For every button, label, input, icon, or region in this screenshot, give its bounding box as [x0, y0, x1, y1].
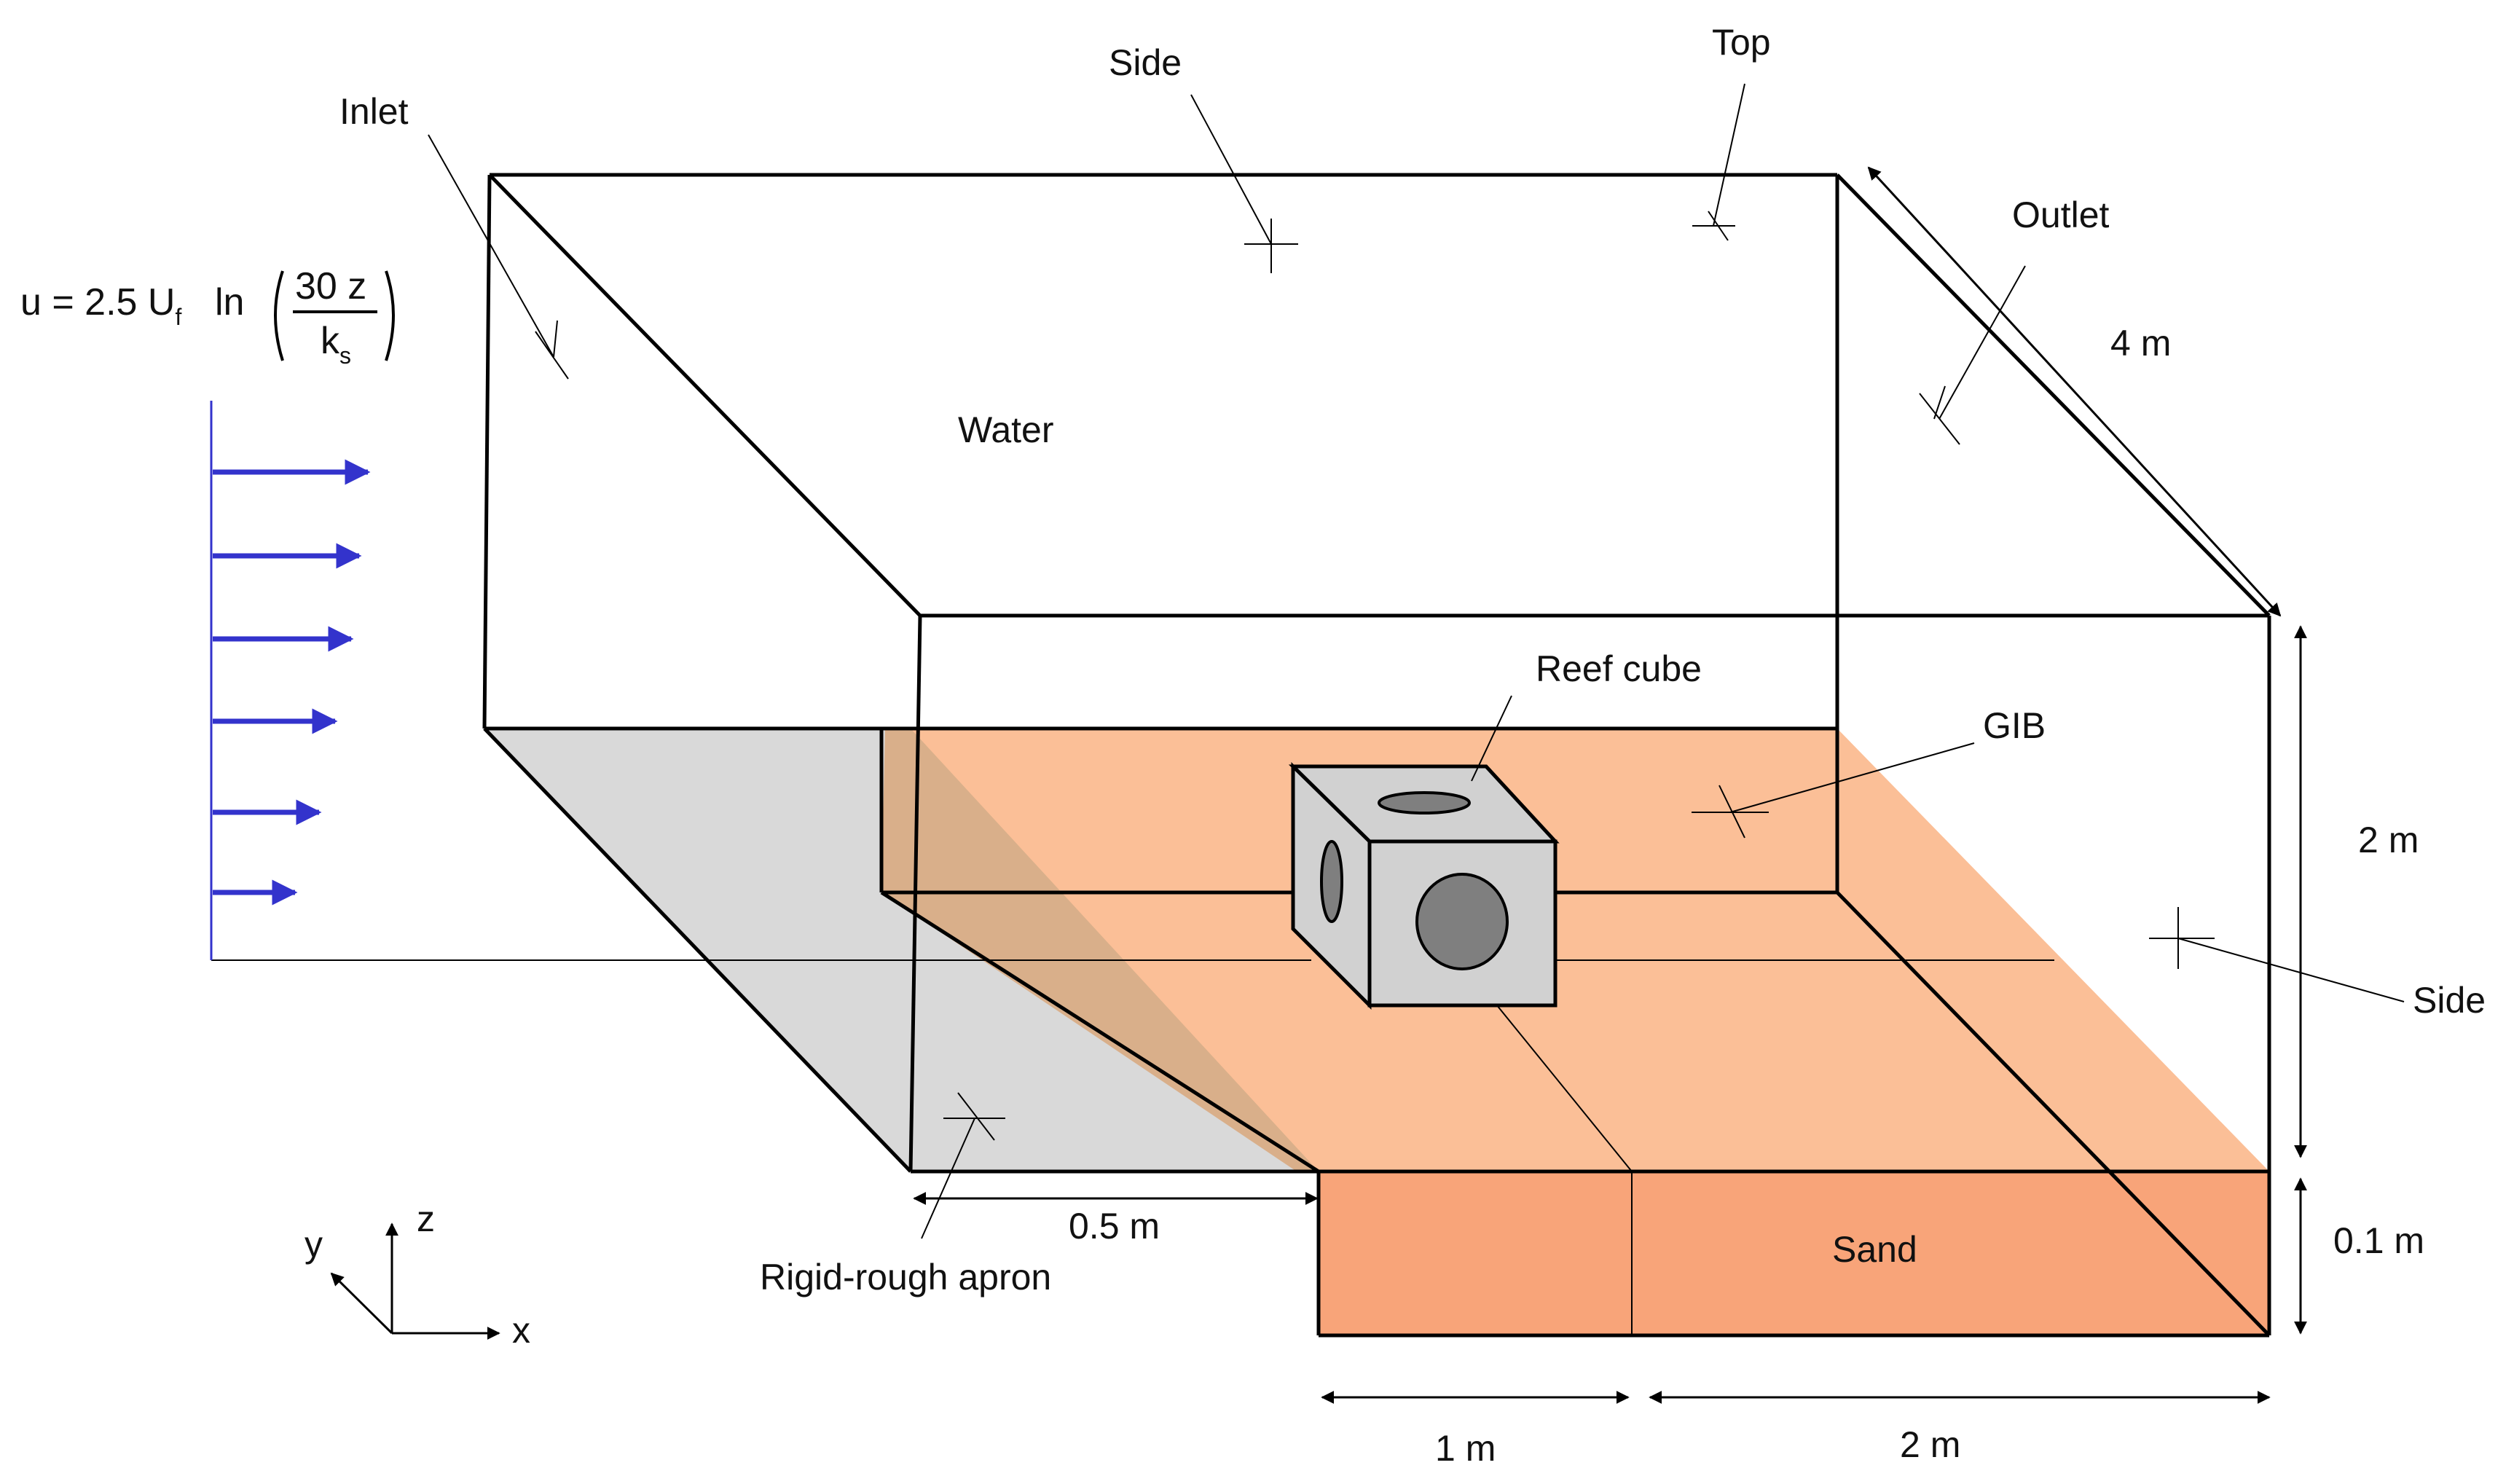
water-label: Water	[958, 409, 1054, 450]
dim-2m-length-label: 2 m	[1900, 1424, 1960, 1465]
formula-lhs-sub: f	[175, 304, 181, 330]
svg-text:u = 2.5 Uf: u = 2.5 Uf	[20, 281, 181, 330]
dim-0-1m-label: 0.1 m	[2333, 1220, 2424, 1261]
outlet-marker	[1919, 385, 1960, 445]
gib-label: GIB	[1983, 705, 2046, 746]
formula-denominator-sub: s	[339, 342, 351, 369]
sand-top-region	[885, 729, 2269, 1171]
rigid-rough-apron-label: Rigid-rough apron	[760, 1257, 1051, 1297]
apron-ramp	[881, 729, 911, 892]
formula-lhs: u = 2.5 U	[20, 281, 175, 323]
formula-denominator: k	[321, 320, 340, 362]
side-top-label: Side	[1109, 42, 1182, 83]
svg-text:ks: ks	[321, 320, 351, 369]
dim-1m-label: 1 m	[1435, 1428, 1496, 1469]
formula-ln: ln	[215, 281, 244, 323]
sand-front-face	[1319, 1171, 2269, 1335]
dimension-arrows	[913, 166, 2307, 1404]
dimension-labels: 4 m 2 m 0.1 m 0.5 m 1 m 2 m	[1069, 323, 2424, 1469]
side-right-marker	[2149, 907, 2215, 969]
apron-region	[484, 729, 1319, 1171]
axis-x-label: x	[512, 1310, 530, 1351]
dim-0-5m-label: 0.5 m	[1069, 1206, 1160, 1247]
inlet-label: Inlet	[339, 91, 409, 132]
inlet-velocity-formula: u = 2.5 Uf ln 30 z ks	[20, 265, 395, 369]
labels: Inlet Side Top Outlet Water Reef cube GI…	[339, 22, 2486, 1297]
apron-sand-overlap	[885, 729, 1319, 1171]
cube-top-hole	[1378, 791, 1471, 814]
coordinate-axes: x y z	[305, 1198, 530, 1351]
side-right-label: Side	[2413, 980, 2486, 1021]
axis-y-label: y	[305, 1224, 323, 1265]
outlet-label: Outlet	[2012, 195, 2110, 235]
side-top-marker	[1244, 219, 1298, 273]
dim-2m-height-label: 2 m	[2358, 820, 2419, 860]
cube-side-hole	[1320, 840, 1343, 923]
sand-label: Sand	[1832, 1229, 1917, 1270]
top-label: Top	[1712, 22, 1771, 63]
formula-numerator: 30 z	[295, 265, 366, 307]
inlet-marker	[535, 320, 569, 380]
velocity-profile	[210, 401, 371, 960]
reef-cube-label: Reef cube	[1536, 648, 1702, 689]
reef-cube	[1288, 762, 1560, 1010]
dim-4m-label: 4 m	[2110, 323, 2171, 364]
axis-z-label: z	[417, 1198, 435, 1239]
cube-front-hole	[1415, 873, 1509, 970]
